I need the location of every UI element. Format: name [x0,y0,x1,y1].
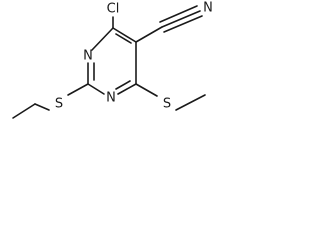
bond-n1-c2 [87,83,105,95]
bond-s-right-methyl [175,94,206,111]
bond-nitrile-triple-3 [163,15,203,33]
bond-methyl-left-tail [12,103,36,119]
bond-c4-c5-inner [115,33,132,44]
atom-label-sulfur-right: S [163,97,171,112]
atom-label-ring-nitrogen-lower: N [106,91,116,106]
bond-c6-n1-inner [115,80,131,90]
substituent-bonds [12,5,206,119]
bond-c5-cnitrile [135,26,163,43]
bond-c4-c5 [112,27,137,43]
pyrimidine-ring [87,27,137,95]
atom-label-sulfur-left: S [55,97,63,112]
bond-c6-s-right [135,83,158,97]
chemical-structure-diagram: Cl N N N S S [12,1,213,119]
bond-nitrile-triple-2 [159,5,198,23]
atom-label-chlorine: Cl [107,2,120,17]
bond-c2-s-left [67,83,89,96]
bond-n3-c4 [91,27,114,51]
bond-s-left-methyl [34,103,50,111]
atom-label-ring-nitrogen-left: N [83,49,93,64]
atom-label-nitrile-nitrogen: N [203,1,213,16]
bond-nitrile-triple-1 [161,10,201,28]
bond-c6-n1 [117,83,137,95]
atom-labels: Cl N N N S S [55,1,213,112]
